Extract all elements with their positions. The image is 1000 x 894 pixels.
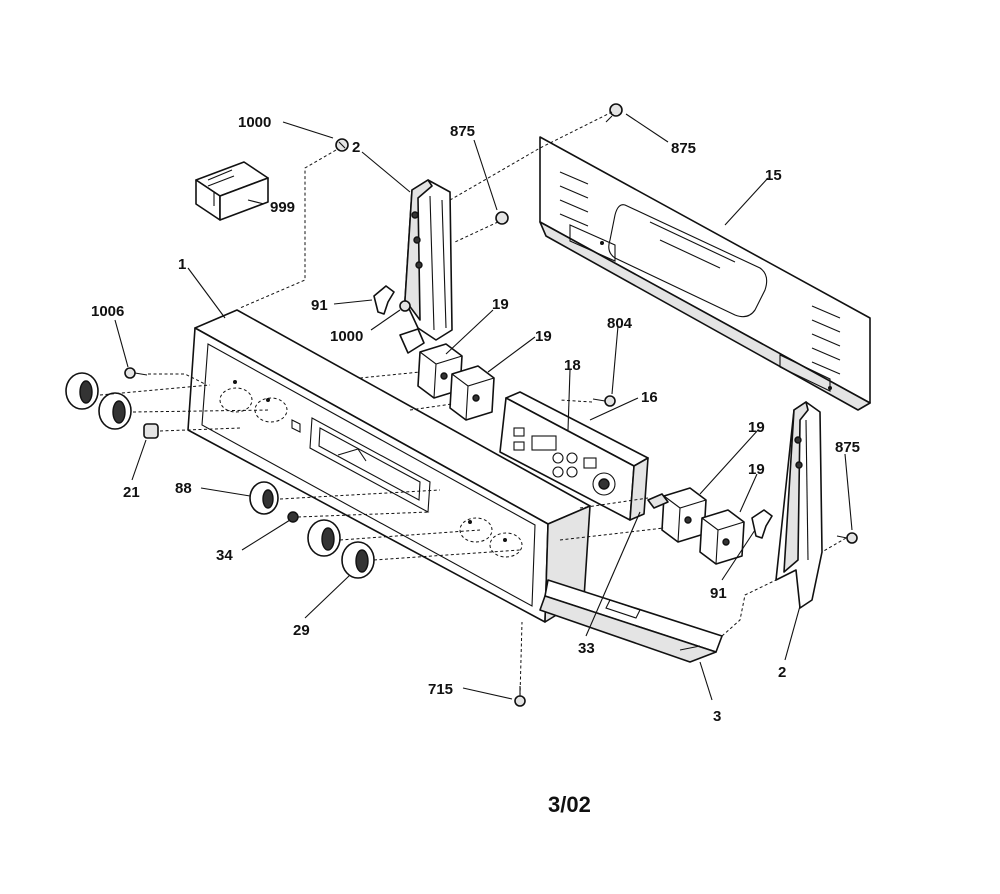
callout-15: 15 <box>765 167 782 184</box>
screw-875-right <box>836 532 858 544</box>
knob-upper-left-1 <box>65 372 99 410</box>
screw-1000-top <box>335 138 349 152</box>
callout-2-bottom: 2 <box>778 664 786 681</box>
clip-91-right <box>751 509 773 539</box>
assembly-lines <box>99 111 847 697</box>
right-end-bracket <box>775 401 823 609</box>
callout-19-b: 19 <box>535 328 552 345</box>
callout-3: 3 <box>713 708 721 725</box>
rear-panel <box>539 136 871 411</box>
callout-19-a: 19 <box>492 296 509 313</box>
screw-1006 <box>124 367 148 379</box>
switch-19-b <box>449 365 495 421</box>
knob-88 <box>249 481 279 515</box>
screw-875-top <box>605 103 623 123</box>
callout-33: 33 <box>578 640 595 657</box>
callout-999: 999 <box>270 199 295 216</box>
switch-19-d <box>699 509 745 565</box>
callout-91-left: 91 <box>311 297 328 314</box>
callout-29: 29 <box>293 622 310 639</box>
clip-91-left <box>373 285 395 315</box>
callout-1000-top: 1000 <box>238 114 271 131</box>
control-board <box>499 391 649 521</box>
callout-1: 1 <box>178 256 186 273</box>
callout-875-right: 875 <box>835 439 860 456</box>
callout-19-c: 19 <box>748 419 765 436</box>
callout-875-top: 875 <box>671 140 696 157</box>
callout-19-d: 19 <box>748 461 765 478</box>
callout-16: 16 <box>641 389 658 406</box>
screw-804 <box>592 395 616 407</box>
callout-875-mid: 875 <box>450 123 475 140</box>
knob-lower-1 <box>307 519 341 557</box>
knob-21 <box>143 423 159 439</box>
knob-29 <box>341 541 375 579</box>
callout-18: 18 <box>564 357 581 374</box>
bottom-trim <box>539 579 723 663</box>
knob-upper-left-2 <box>98 392 132 430</box>
revision-date: 3/02 <box>548 792 591 817</box>
callout-715: 715 <box>428 681 453 698</box>
callout-91-right: 91 <box>710 585 727 602</box>
screw-875-mid <box>495 211 509 225</box>
callout-804: 804 <box>607 315 633 332</box>
parts-box <box>195 161 269 221</box>
callout-21: 21 <box>123 484 140 501</box>
left-end-bracket <box>399 179 453 354</box>
connector-33 <box>647 493 669 509</box>
leader-lines <box>114 113 853 701</box>
callout-1006: 1006 <box>91 303 124 320</box>
switch-19-c <box>661 487 707 543</box>
callout-1000-mid: 1000 <box>330 328 363 345</box>
callout-2-top: 2 <box>352 139 360 156</box>
callout-34: 34 <box>216 547 233 564</box>
screw-1000-mid <box>399 300 411 312</box>
callout-labels: 1000 999 2 875 875 15 1 91 1000 1006 19 … <box>91 114 860 725</box>
callout-88: 88 <box>175 480 192 497</box>
